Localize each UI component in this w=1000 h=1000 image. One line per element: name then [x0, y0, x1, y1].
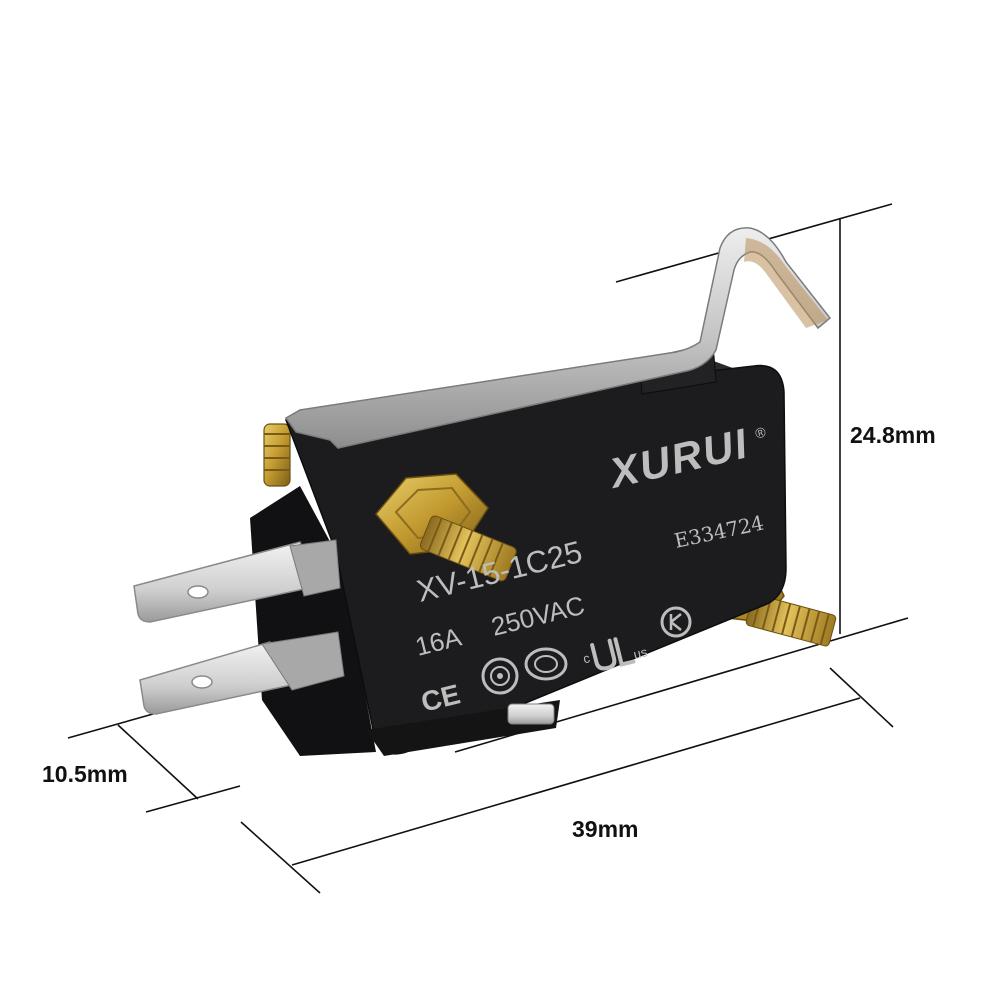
- tuv-mark-icon: [481, 657, 519, 695]
- height-dimension-label: 24.8mm: [850, 422, 936, 448]
- width-dimension-label: 39mm: [572, 816, 639, 842]
- front-terminal-screw: [375, 473, 517, 582]
- ul-mark-icon: c us: [581, 637, 649, 671]
- depth-extension-bottom: [145, 785, 241, 813]
- ul-mark-c: c: [581, 650, 591, 666]
- upper-terminal-tab: [133, 539, 341, 623]
- width-extension-right: [829, 667, 894, 728]
- registered-mark: ®: [754, 424, 768, 442]
- depth-dimension-line: [117, 724, 199, 800]
- kc-mark-icon: [660, 606, 692, 638]
- width-dimension-line: [291, 697, 861, 866]
- ul-mark-us: us: [632, 644, 649, 662]
- depth-extension-top: [67, 711, 161, 739]
- lower-terminal-tab: [139, 631, 345, 715]
- depth-dimension-label: 10.5mm: [42, 761, 128, 787]
- roller-lever: [284, 227, 832, 449]
- bottom-metal-pin: [507, 703, 555, 725]
- left-terminal-screw: [263, 423, 291, 487]
- width-extension-left: [240, 821, 321, 894]
- ccc-mark-icon: [524, 647, 568, 681]
